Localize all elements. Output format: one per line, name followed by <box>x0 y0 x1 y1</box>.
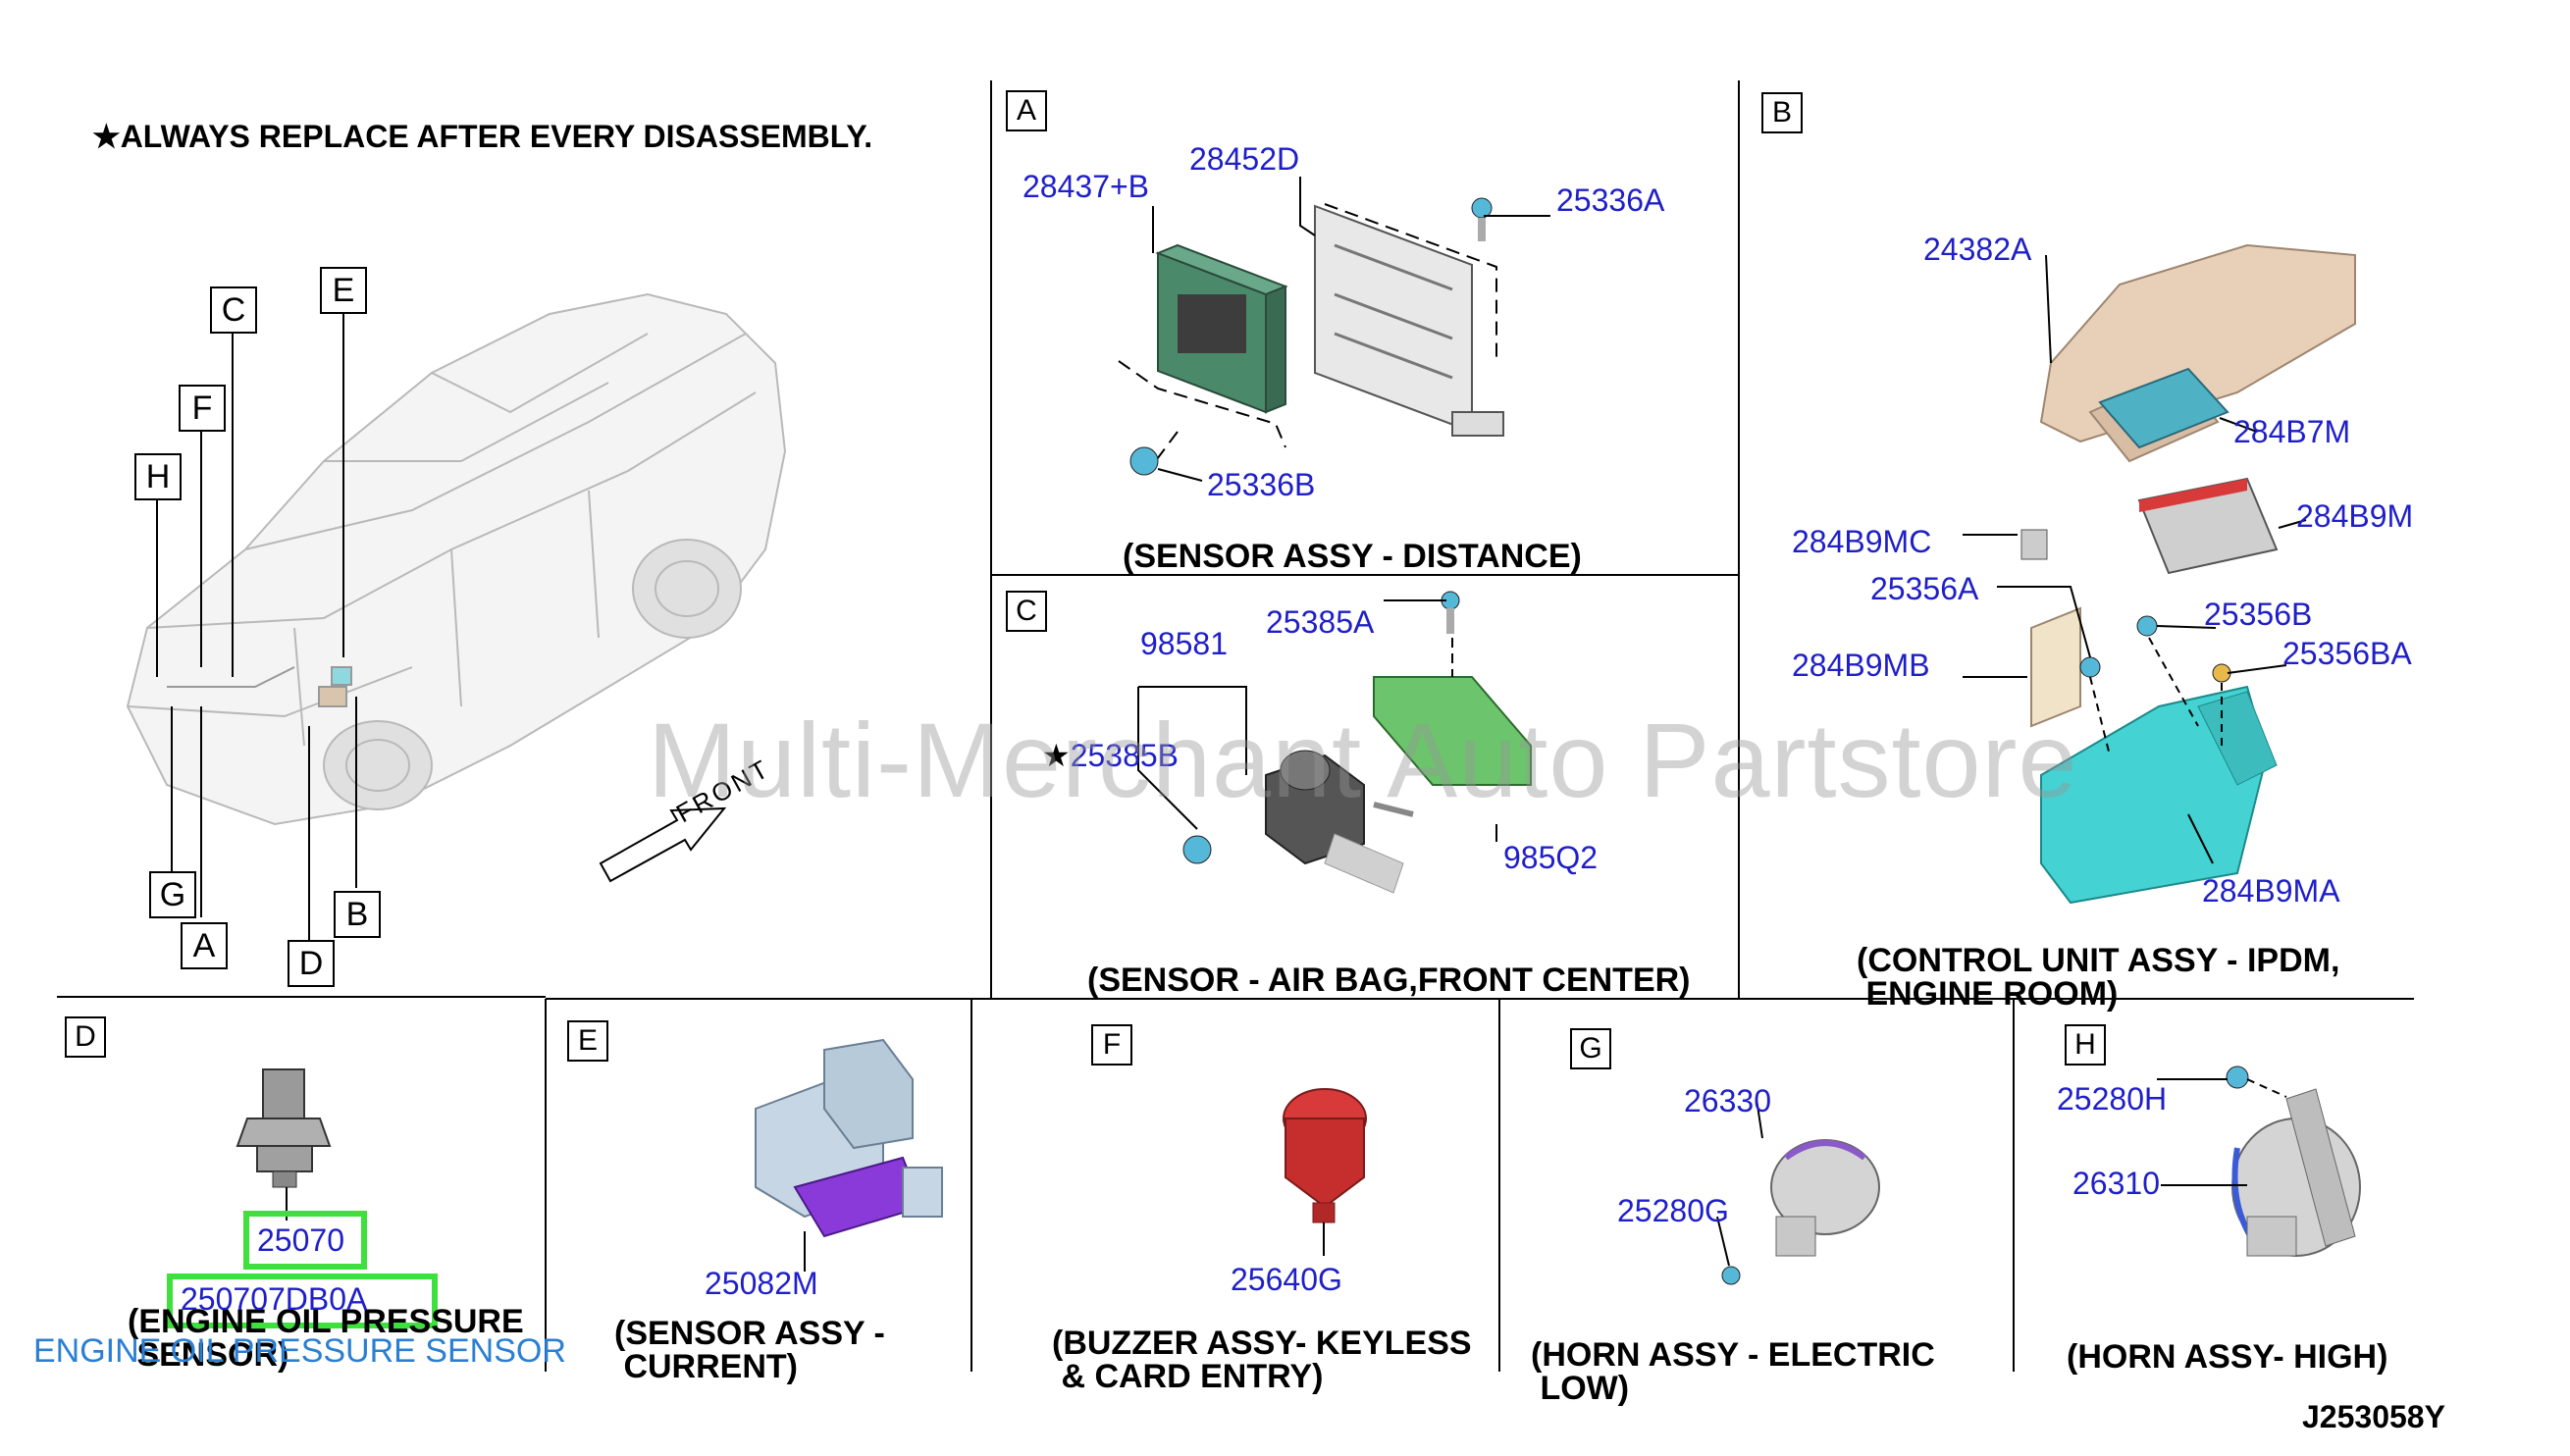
overview-callout-d[interactable]: D <box>288 940 335 987</box>
part-25336a[interactable]: 25336A <box>1556 182 1665 218</box>
panel-h-illustration <box>2157 1066 2361 1257</box>
diagram-code: J253058Y <box>2302 1399 2445 1434</box>
panel-f-label: F <box>1091 1024 1132 1066</box>
part-25070[interactable]: 25070 <box>257 1222 344 1258</box>
panel-c-label: C <box>1006 591 1047 632</box>
part-985q2[interactable]: 985Q2 <box>1503 840 1599 875</box>
overview-callout-f[interactable]: F <box>179 385 226 432</box>
part-25336b[interactable]: 25336B <box>1207 467 1316 502</box>
part-28452d[interactable]: 28452D <box>1189 141 1300 177</box>
part-25385b[interactable]: ★25385B <box>1042 740 1179 771</box>
panel-b-illustration <box>1963 243 2356 905</box>
watermark: Multi-Merchant Auto Partstore <box>648 701 2078 819</box>
panel-h-label: H <box>2065 1024 2106 1066</box>
panel-e-caption: (SENSOR ASSY - CURRENT) <box>614 1315 885 1385</box>
overview-callout-h[interactable]: H <box>134 453 182 500</box>
panel-grid <box>57 80 2414 1372</box>
part-98581[interactable]: 98581 <box>1140 626 1228 661</box>
panel-g-caption: (HORN ASSY - ELECTRIC LOW) <box>1531 1336 1935 1407</box>
part-26310[interactable]: 26310 <box>2072 1166 2160 1201</box>
part-25356b[interactable]: 25356B <box>2204 597 2313 632</box>
part-25356a[interactable]: 25356A <box>1870 571 1979 606</box>
panel-c-caption: (SENSOR - AIR BAG,FRONT CENTER) <box>1087 962 1691 999</box>
part-284b9mc[interactable]: 284B9MC <box>1792 524 1932 559</box>
part-25385a[interactable]: 25385A <box>1266 604 1375 640</box>
part-24382a[interactable]: 24382A <box>1923 232 2032 267</box>
panel-c-illustration <box>1137 591 1532 894</box>
panel-d-illustration <box>236 1068 332 1221</box>
panel-d-label: D <box>65 1016 106 1058</box>
part-250707db0a[interactable]: 250707DB0A <box>181 1281 368 1317</box>
overview-callout-e[interactable]: E <box>320 267 367 314</box>
star-icon: ★ <box>1042 738 1071 773</box>
overview-callout-a[interactable]: A <box>181 922 228 969</box>
overview-callout-c[interactable]: C <box>210 286 257 334</box>
panel-a-illustration <box>1118 177 1550 482</box>
star-icon: ★ <box>92 119 121 154</box>
overview-callout-lines <box>156 312 357 940</box>
part-284b7m[interactable]: 284B7M <box>2233 414 2351 449</box>
panel-h-caption: (HORN ASSY- HIGH) <box>2067 1338 2388 1376</box>
front-arrow <box>599 806 727 883</box>
panel-g-label: G <box>1570 1028 1611 1069</box>
replace-note: ★ALWAYS REPLACE AFTER EVERY DISASSEMBLY. <box>92 118 872 155</box>
vehicle-overview <box>126 292 787 826</box>
part-284b9ma[interactable]: 284B9MA <box>2202 873 2340 909</box>
part-25082m[interactable]: 25082M <box>705 1266 818 1301</box>
part-25640g[interactable]: 25640G <box>1231 1262 1342 1297</box>
panel-b-caption: (CONTROL UNIT ASSY - IPDM, ENGINE ROOM) <box>1857 942 2340 1013</box>
part-284b9mb[interactable]: 284B9MB <box>1792 648 1930 683</box>
part-25280g[interactable]: 25280G <box>1617 1193 1729 1228</box>
panel-b-label: B <box>1761 92 1803 133</box>
panel-g-illustration <box>1716 1098 1880 1285</box>
part-25356ba[interactable]: 25356BA <box>2282 636 2412 671</box>
panel-d-caption: (ENGINE OIL PRESSURE SENSOR) <box>128 1303 524 1374</box>
part-28437-b[interactable]: 28437+B <box>1023 169 1150 204</box>
panel-f-illustration <box>1283 1088 1367 1256</box>
panel-f-caption: (BUZZER ASSY- KEYLESS & CARD ENTRY) <box>1052 1325 1472 1395</box>
part-25385b-label: 25385B <box>1070 738 1180 773</box>
replace-note-text: ALWAYS REPLACE AFTER EVERY DISASSEMBLY. <box>120 119 873 154</box>
panel-a-label: A <box>1006 90 1047 131</box>
highlight-250707db0a <box>167 1274 438 1328</box>
oil-pressure-annotation: ENGINE OIL PRESSURE SENSOR <box>33 1332 566 1370</box>
panel-e-illustration <box>755 1038 943 1272</box>
overview-callout-b[interactable]: B <box>334 891 381 938</box>
overview-callout-g[interactable]: G <box>149 871 196 918</box>
panel-e-label: E <box>567 1020 608 1062</box>
part-25280h[interactable]: 25280H <box>2057 1081 2168 1117</box>
panel-a-caption: (SENSOR ASSY - DISTANCE) <box>1123 538 1582 575</box>
highlight-25070 <box>243 1211 367 1270</box>
part-26330[interactable]: 26330 <box>1684 1083 1771 1118</box>
part-284b9m[interactable]: 284B9M <box>2296 498 2414 534</box>
